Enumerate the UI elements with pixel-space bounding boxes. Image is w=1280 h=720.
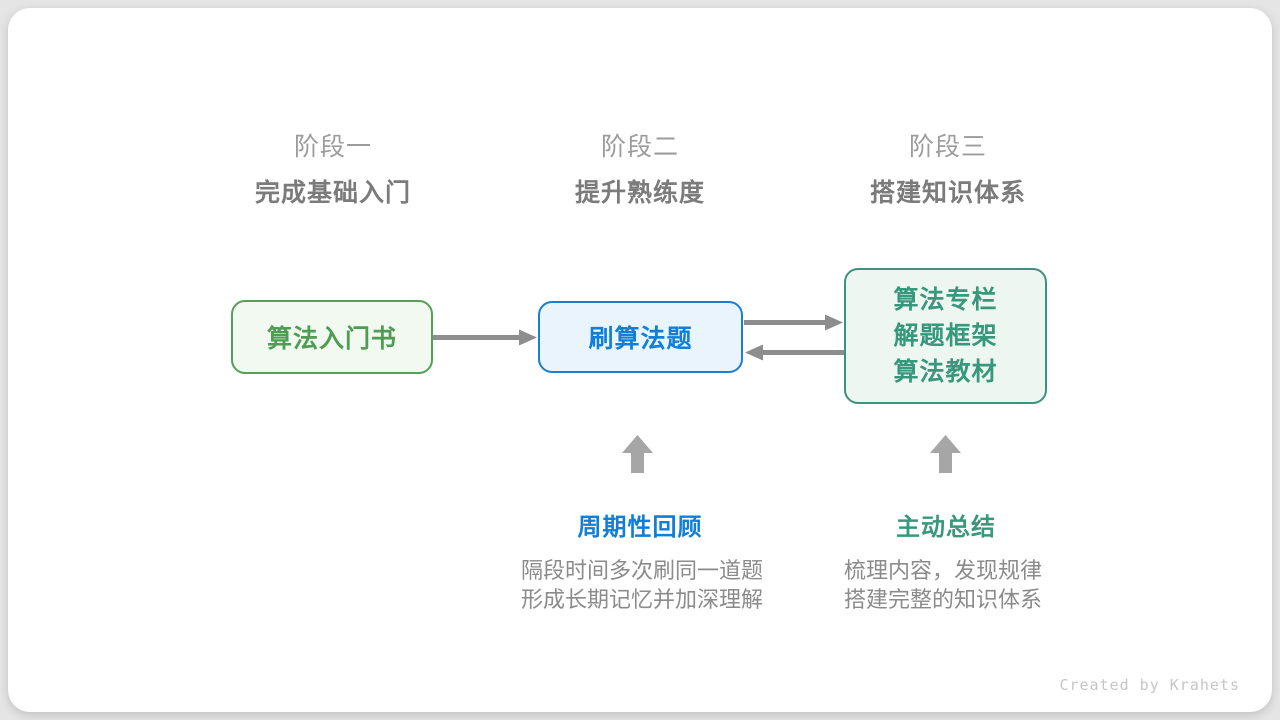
stage-3-label: 阶段三 bbox=[908, 133, 987, 161]
node-intro-book: 算法入门书 bbox=[231, 300, 433, 374]
node-knowledge-line-3: 算法教材 bbox=[893, 358, 998, 386]
stage-2-label: 阶段二 bbox=[600, 133, 679, 161]
node-knowledge: 算法专栏 解题框架 算法教材 bbox=[844, 268, 1047, 404]
callout-summarize-desc: 梳理内容，发现规律 搭建完整的知识体系 bbox=[811, 556, 1075, 614]
arrow-up-icon bbox=[622, 435, 653, 473]
callout-summarize-title: 主动总结 bbox=[896, 514, 996, 541]
arrow-left-icon bbox=[745, 344, 844, 361]
node-intro-book-label: 算法入门书 bbox=[266, 325, 397, 353]
callout-review-desc: 隔段时间多次刷同一道题 形成长期记忆并加深理解 bbox=[510, 556, 774, 614]
node-practice-label: 刷算法题 bbox=[588, 325, 693, 353]
stage-1-subtitle: 完成基础入门 bbox=[254, 179, 411, 207]
arrow-right-icon bbox=[433, 329, 537, 346]
callout-review-desc-line-1: 隔段时间多次刷同一道题 bbox=[520, 558, 763, 583]
callout-summarize-desc-line-2: 搭建完整的知识体系 bbox=[843, 587, 1042, 612]
callout-review-title: 周期性回顾 bbox=[577, 514, 703, 541]
credit-text: Created by Krahets bbox=[1059, 676, 1240, 694]
stage-3-subtitle: 搭建知识体系 bbox=[869, 179, 1026, 207]
node-knowledge-line-2: 解题框架 bbox=[893, 322, 998, 350]
callout-review-desc-line-2: 形成长期记忆并加深理解 bbox=[520, 587, 763, 612]
callout-summarize-desc-line-1: 梳理内容，发现规律 bbox=[843, 558, 1042, 583]
arrow-up-icon bbox=[930, 435, 961, 473]
node-practice: 刷算法题 bbox=[538, 301, 743, 373]
stage-1-label: 阶段一 bbox=[293, 133, 372, 161]
node-knowledge-line-1: 算法专栏 bbox=[893, 286, 998, 314]
stage-2-subtitle: 提升熟练度 bbox=[574, 179, 705, 207]
arrow-right-icon bbox=[744, 314, 843, 331]
